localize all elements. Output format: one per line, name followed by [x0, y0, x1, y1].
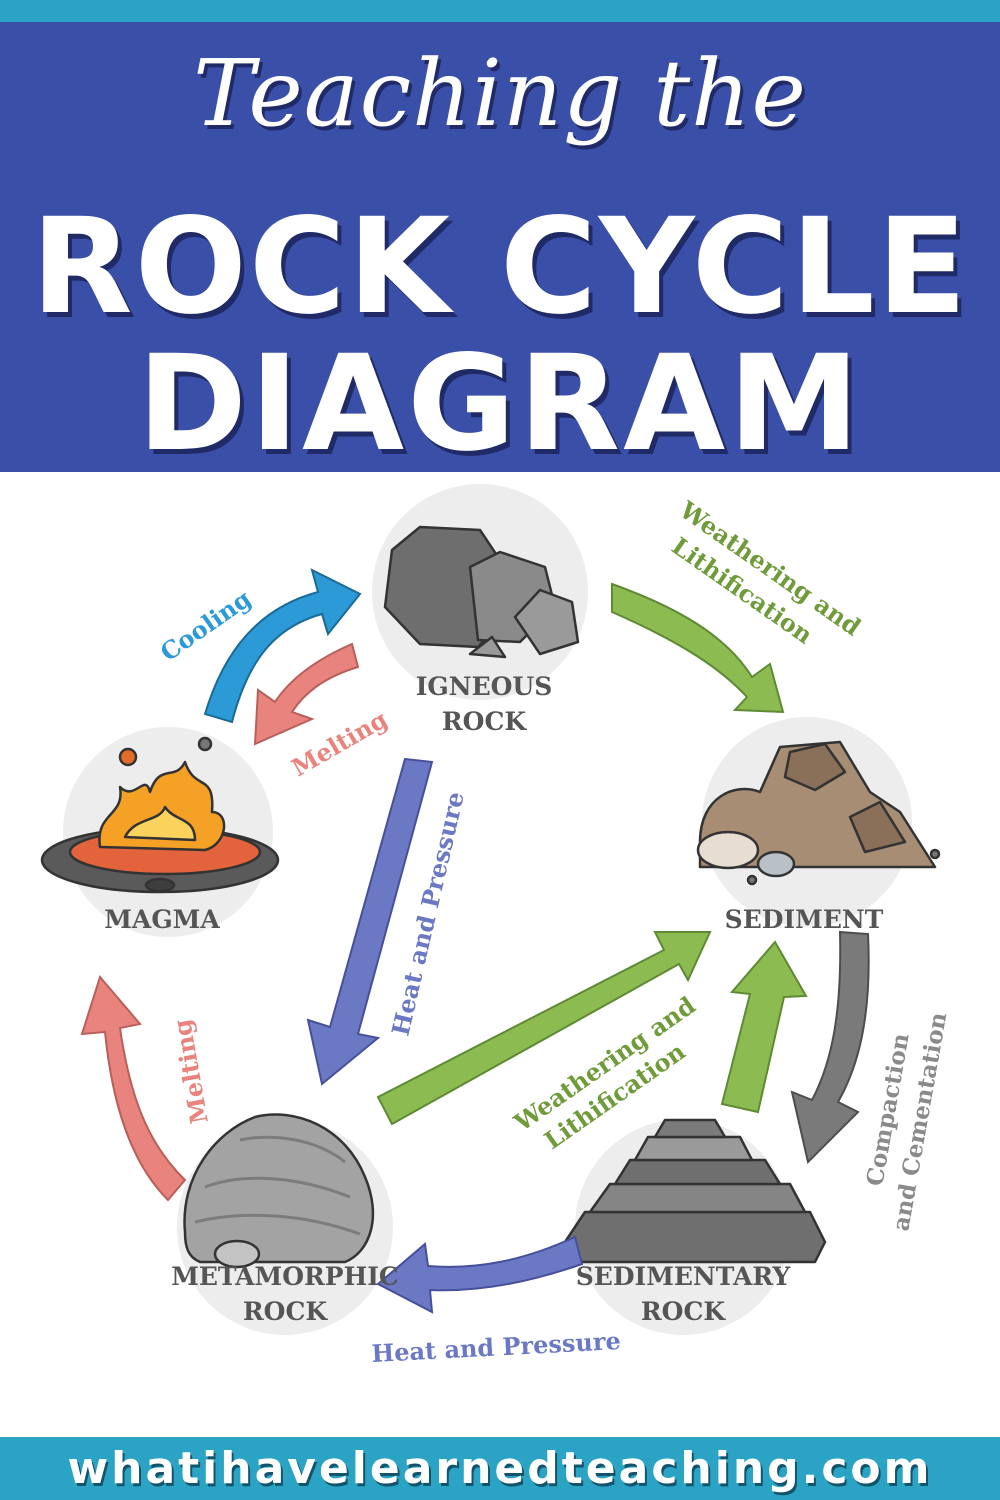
melting-arrow-top: [253, 642, 360, 746]
igneous-label-line2: ROCK: [442, 707, 527, 736]
weathering-arrow-top: [611, 582, 785, 714]
heat-pressure-label-bottom: Heat and Pressure: [371, 1326, 622, 1368]
metamorphic-label-line1: METAMORPHIC: [171, 1262, 399, 1291]
cooling-arrow: [203, 568, 362, 724]
sediment-label: SEDIMENT: [725, 905, 884, 934]
melting-label-left: Melting: [167, 1017, 214, 1126]
metamorphic-label-line2: ROCK: [243, 1297, 328, 1326]
weathering-arrow-right: [720, 940, 808, 1114]
title-banner: Teaching the ROCK CYCLE DIAGRAM: [0, 22, 1000, 481]
heat-pressure-arrow-center: [306, 757, 434, 1086]
sedimentary-rock-icon: [563, 1118, 827, 1264]
heat-pressure-arrow-bottom-shape: [376, 1235, 584, 1314]
footer-url[interactable]: whatihavelearnedteaching.com: [67, 1443, 933, 1494]
sedimentary-label-line2: ROCK: [641, 1297, 726, 1326]
weathering-arrow-center: [376, 931, 712, 1126]
igneous-rock-icon: [383, 525, 580, 659]
metamorphic-rock-icon: [183, 1113, 375, 1269]
title-line-diagram: DIAGRAM: [137, 327, 863, 481]
sediment-icon: [696, 740, 941, 886]
footer-banner: whatihavelearnedteaching.com: [0, 1437, 1000, 1500]
rock-cycle-diagram: IGNEOUS ROCK MAGMA SEDIMENT METAMORPHIC …: [40, 484, 952, 1368]
top-stripe: [0, 0, 1000, 22]
magma-icon: [40, 736, 280, 894]
title-line-teaching: Teaching the: [193, 40, 807, 147]
sedimentary-label-line1: SEDIMENTARY: [576, 1262, 792, 1291]
title-line-rock-cycle: ROCK CYCLE: [31, 190, 969, 344]
magma-label: MAGMA: [104, 905, 220, 934]
melting-arrow-left: [80, 974, 187, 1202]
igneous-label-line1: IGNEOUS: [416, 672, 553, 701]
compaction-arrow: [790, 930, 870, 1164]
